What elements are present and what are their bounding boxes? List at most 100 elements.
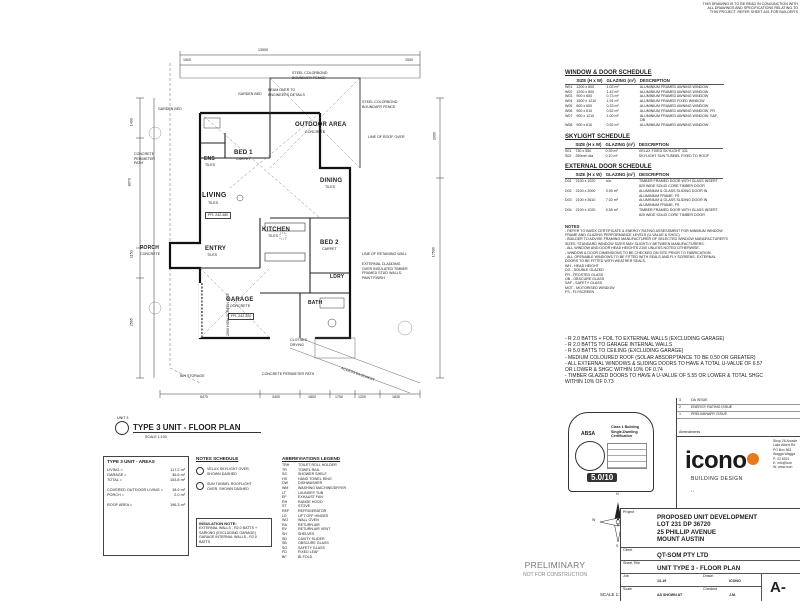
abbreviation-meaning: LAUNDRY TUB [298, 490, 324, 495]
table-cell: ALUMINIUM & GLASS SLIDING DOOR IN ALUMIN… [638, 198, 708, 208]
scale-label: Scale [623, 587, 632, 591]
abbreviation-meaning: TOILET ROLL HOLDER [298, 463, 337, 467]
sheet-note-line: ALL DRAWINGS AND SPECIFICATIONS RELATING… [707, 6, 798, 11]
revision-no: 3 [679, 398, 681, 402]
project-line: 25 PHILLIP AVENUE [657, 528, 717, 536]
table-cell: n/a [605, 179, 611, 184]
dim-left-1: 1400 [129, 118, 134, 127]
areas-box: TYPE 3 UNIT - AREAS LIVING =117.2 m² GAR… [103, 456, 189, 556]
abbreviation-code: RA [282, 522, 287, 527]
client-label: Client [623, 548, 633, 552]
col-header: GLAZING (m²) [605, 172, 639, 180]
energy-note-line: - TIMBER GLAZED DOORS TO HAVE A U-VALUE … [565, 373, 764, 380]
plan-title: TYPE 3 UNIT - FLOOR PLAN [133, 423, 261, 433]
note-line: - REFER TO BASIX CERTIFICATE & ENERGY RA… [565, 228, 723, 233]
area-label: ROOF AREA = [107, 503, 133, 507]
abbreviation-code: LD [282, 513, 287, 518]
abbreviation-code: SS [282, 472, 287, 477]
absa-certificate: ABSA Class 1 Building Single-Dwelling Ce… [568, 412, 654, 492]
table-cell: 0.33 m² [606, 103, 619, 108]
notes-title: NOTES [565, 223, 580, 229]
area-value: 153.8 m² [170, 478, 185, 482]
firm-address-line: Lake Albert Rd [773, 443, 796, 448]
divider [621, 586, 761, 587]
table-cell: W06 [565, 108, 573, 113]
area-label: LIVING = [107, 468, 123, 472]
abbreviation-meaning: DISHWASHER [298, 481, 323, 486]
abbreviation-meaning: BI-FOLD [298, 554, 313, 559]
energy-note-line: - MEDIUM COLOURED ROOF (SOLAR ABSORPTANC… [565, 354, 756, 361]
col-header: GLAZING (m²) [606, 78, 640, 85]
abbreviation-code: TR [282, 467, 287, 472]
abbreviation-code: SB [282, 541, 287, 546]
insulation-line: GARAGE INTERNAL WALLS - R2.0 BATTS [199, 535, 257, 544]
room-garage: GARAGE [226, 297, 254, 303]
dim-top-right: 1500 [405, 58, 413, 62]
abbreviation-meaning: STOVE [298, 504, 311, 509]
note-path-2: CONCRETE PERIMETER PATH [262, 372, 315, 376]
note-text: VELUX SKYLIGHT OVER, SHOWN DASHED [207, 467, 250, 476]
preliminary-sub: NOT FOR CONSTRUCTION [522, 572, 588, 578]
room-living: LIVING [202, 192, 227, 199]
firm-address-line: E: info@icon [773, 461, 793, 466]
firm-tagline: BUILDING DESIGN [691, 476, 743, 482]
energy-note-line: WITHIN 10% OF 0.73 [565, 379, 614, 386]
note-line: DG - DOUBLE GLAZED [565, 268, 604, 273]
area-label: PORCH = [107, 493, 124, 497]
dim-bottom-4: 1750 [335, 395, 343, 399]
table-cell: W07 [565, 113, 573, 118]
room-bed1: BED 1 [234, 150, 253, 156]
divider [621, 573, 800, 574]
table-cell: W04 [565, 99, 573, 104]
note-path-1: CONCRETE PERIMETER PATH [134, 152, 155, 166]
drawn-label: Drawn [703, 574, 714, 578]
table-cell: 900 x 610 [576, 123, 593, 128]
scale-value: AS SHOWN AT [657, 593, 683, 597]
room-entry: ENTRY [205, 246, 227, 252]
note-screen: 2000 HIGH SCREEN SITE [226, 293, 230, 336]
absa-cert-type: Class 1 Building Single-Dwelling Certifi… [611, 425, 639, 439]
room-porch-finish: CONCRETE [140, 252, 161, 256]
abbreviation-meaning: FIXED LEAF [298, 550, 319, 555]
table-cell: ALUMINIUM FRAMED AWNING WINDOW [639, 94, 709, 99]
abbreviation-meaning: WALL OVEN [298, 518, 319, 523]
area-row: PORCH = 2.0 m² [107, 493, 185, 498]
note-marker-icon [196, 482, 204, 491]
room-bed2: BED 2 [320, 240, 339, 246]
table-cell: 2100 x 1020 [575, 207, 596, 212]
compass-n: N [616, 492, 619, 496]
insulation-title: INSULATION NOTE: [199, 521, 237, 526]
room-outdoor-finish: CONCRETE [305, 130, 326, 134]
room-ldry: LDRY [330, 274, 345, 280]
abbreviation-code: BF [282, 554, 287, 559]
firm-address-line: PO Box 863 [773, 447, 792, 452]
dim-bottom-2: 3400 [272, 395, 280, 399]
table-cell: D03 [565, 198, 572, 203]
table-cell: D01 [565, 179, 572, 184]
table-cell: ALUMINIUM & GLASS SLIDING DOOR IN ALUMIN… [638, 188, 708, 198]
dim-bottom-3: 1800 [308, 395, 316, 399]
col-header: DESCRIPTION [638, 142, 723, 149]
dim-right-2: 17500 [431, 247, 436, 258]
note-line: FRAME AND GLAZING PERFORMANCE LEVELS (U-… [565, 232, 680, 237]
area-value: 2.0 m² [174, 493, 185, 497]
abbreviation-code: RV [282, 527, 287, 532]
compass-s: S [616, 544, 619, 548]
abbreviation-meaning: TOWEL RAIL [298, 467, 320, 472]
table-cell: 1.42 m² [606, 89, 619, 94]
absa-seal-icon [575, 441, 605, 471]
table-cell: W02 [565, 89, 573, 94]
room-bath: BATH [308, 300, 323, 306]
table-cell: 7.02 m² [605, 198, 618, 203]
